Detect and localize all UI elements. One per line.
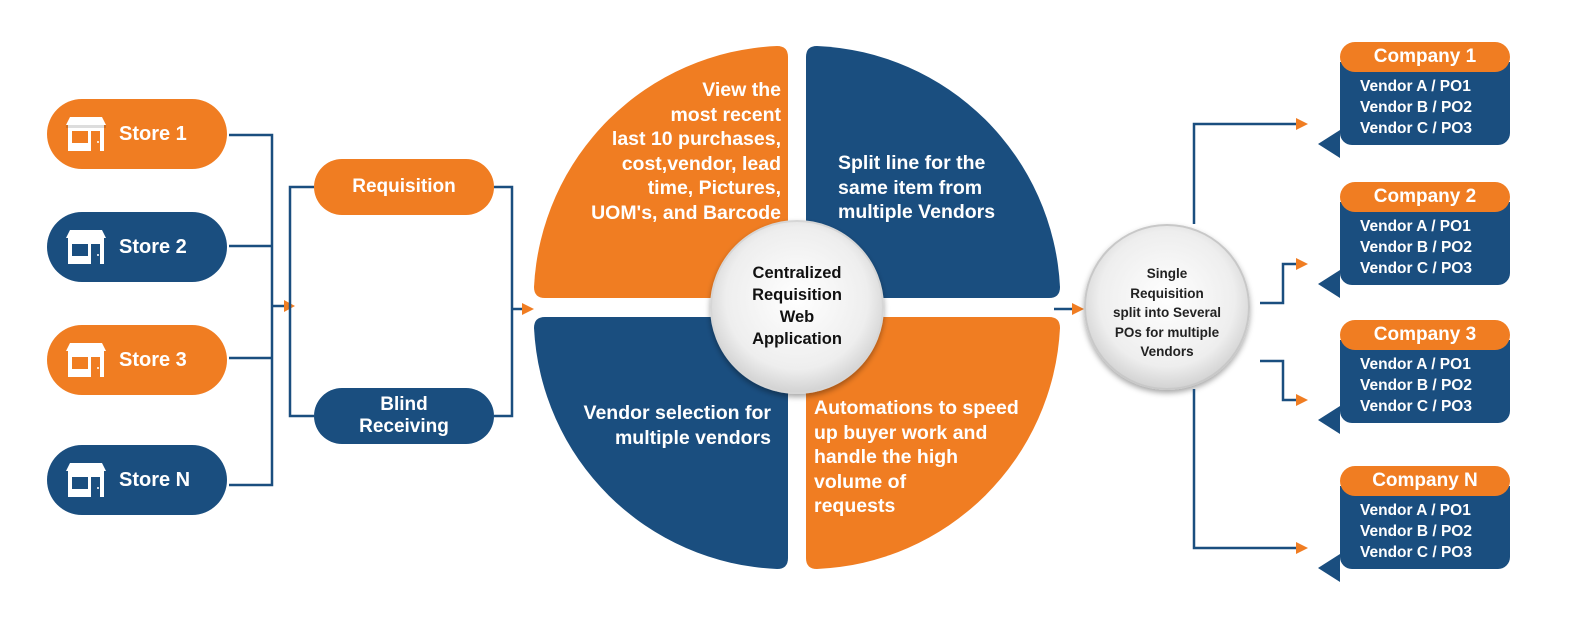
store-1-pill: Store 1 — [47, 99, 227, 169]
quadrant-text-line: requests — [814, 495, 896, 517]
split-label-line: Vendors — [1140, 344, 1194, 359]
vendor-po-row: Vendor A / PO1 — [1360, 218, 1471, 235]
quadrant-text-line: Automations to speed — [814, 397, 1019, 419]
processes-left-connector — [288, 185, 314, 418]
store-3-pill: Store 3 — [47, 325, 227, 395]
wheel-quadrant-top-left — [534, 46, 788, 298]
quadrant-top-left-text: View the most recent last 10 purchases, … — [591, 78, 781, 225]
split-label-line: Requisition — [1130, 285, 1204, 301]
center-disc — [710, 220, 884, 394]
company-n-title: Company N — [1340, 466, 1510, 496]
quadrant-text-line: multiple Vendors — [838, 201, 996, 223]
split-disc — [1084, 224, 1250, 390]
stores-connector — [229, 133, 284, 487]
storefront-icon — [66, 463, 106, 497]
blind-receiving-label-line2: Receiving — [359, 416, 449, 437]
split-label-line: split into Several — [1112, 305, 1222, 320]
processes-right-connector — [494, 185, 522, 418]
vendor-po-row: Vendor C / PO3 — [1360, 120, 1472, 137]
storefront-icon — [66, 230, 106, 264]
quadrant-text-line: View the — [702, 79, 781, 101]
arrow-to-split — [1072, 303, 1084, 315]
store-2-label: Store 2 — [119, 235, 187, 258]
quadrant-text-line: volume of — [814, 470, 907, 493]
center-disc-label: Centralized Requisition Web Application — [717, 262, 877, 350]
quadrant-text-line: UOM's, and Barcode — [591, 201, 781, 224]
blind-receiving-label-line1: Blind — [380, 394, 428, 415]
callout-pointer — [1318, 270, 1340, 298]
vendor-po-row: Vendor C / PO3 — [1360, 544, 1472, 561]
quadrant-text-line: handle the high — [814, 446, 959, 468]
center-label-line: Centralized — [752, 264, 842, 282]
company-n-vendors: Vendor A / PO1 Vendor B / PO2 Vendor C /… — [1318, 486, 1510, 582]
quadrant-text-line: up buyer work and — [814, 421, 988, 444]
callout-pointer — [1318, 554, 1340, 582]
quadrant-bottom-left-text: Vendor selection for multiple vendors — [584, 401, 771, 450]
company-n-card: Company N Vendor A / PO1 Vendor B / PO2 … — [1318, 466, 1510, 582]
arrows-to-companies — [1296, 118, 1308, 554]
split-label-line: Single — [1146, 266, 1188, 281]
center-label-line: Application — [752, 330, 842, 348]
company-3-card: Company 3 Vendor A / PO1 Vendor B / PO2 … — [1318, 320, 1510, 434]
company-1-vendors: Vendor A / PO1 Vendor B / PO2 Vendor C /… — [1318, 62, 1510, 158]
requisition-pill: Requisition — [314, 159, 494, 215]
callout-pointer — [1318, 406, 1340, 434]
quadrant-text-line: time, Pictures, — [647, 177, 781, 199]
vendor-po-row: Vendor B / PO2 — [1360, 99, 1472, 116]
vendor-po-row: Vendor A / PO1 — [1360, 78, 1471, 95]
vendor-po-row: Vendor A / PO1 — [1360, 356, 1471, 373]
center-label-line: Web — [779, 308, 815, 326]
store-n-pill: Store N — [47, 445, 227, 515]
quadrant-text-line: most recent — [670, 103, 781, 126]
split-disc-label: Single Requisition split into Several PO… — [1097, 264, 1237, 362]
vendor-po-row: Vendor C / PO3 — [1360, 398, 1472, 415]
company-1-card: Company 1 Vendor A / PO1 Vendor B / PO2 … — [1318, 42, 1510, 158]
arrow-to-wheel — [522, 303, 534, 315]
vendor-po-row: Vendor B / PO2 — [1360, 377, 1472, 394]
quadrant-text-line: last 10 purchases, — [611, 128, 781, 150]
quadrant-text-line: Split line for the — [838, 152, 986, 174]
wheel-quadrant-bottom-right — [806, 317, 1060, 569]
callout-pointer — [1318, 130, 1340, 158]
company-2-card: Company 2 Vendor A / PO1 Vendor B / PO2 … — [1318, 182, 1510, 298]
storefront-icon — [66, 117, 106, 151]
companies-connector — [1192, 122, 1296, 550]
store-2-pill: Store 2 — [47, 212, 227, 282]
storefront-icon — [66, 343, 106, 377]
quadrant-text-line: same item from — [838, 176, 983, 199]
company-1-title: Company 1 — [1340, 42, 1510, 72]
quadrant-bottom-right-text: Automations to speed up buyer work and h… — [814, 396, 1019, 519]
company-3-title: Company 3 — [1340, 320, 1510, 350]
wheel-quadrant-top-right — [806, 46, 1060, 298]
center-label-line: Requisition — [752, 286, 842, 304]
quadrant-text-line: cost,vendor, lead — [621, 152, 781, 175]
store-3-label: Store 3 — [119, 348, 187, 371]
vendor-po-row: Vendor A / PO1 — [1360, 502, 1471, 519]
blind-receiving-pill: Blind Receiving — [314, 388, 494, 444]
vendor-po-row: Vendor B / PO2 — [1360, 523, 1472, 540]
quadrant-text-line: multiple vendors — [614, 426, 771, 449]
requisition-label: Requisition — [352, 176, 456, 197]
wheel-quadrant-bottom-left — [534, 317, 788, 569]
store-1-label: Store 1 — [119, 122, 187, 145]
store-n-label: Store N — [119, 468, 191, 491]
split-label-line: POs for multiple — [1114, 324, 1220, 340]
company-3-vendors: Vendor A / PO1 Vendor B / PO2 Vendor C /… — [1318, 340, 1510, 434]
vendor-po-row: Vendor C / PO3 — [1360, 260, 1472, 277]
quadrant-text-line: Vendor selection for — [583, 402, 771, 424]
company-2-title: Company 2 — [1340, 182, 1510, 212]
vendor-po-row: Vendor B / PO2 — [1360, 239, 1472, 256]
quadrant-top-right-text: Split line for the same item from multip… — [838, 151, 995, 225]
company-2-vendors: Vendor A / PO1 Vendor B / PO2 Vendor C /… — [1318, 202, 1510, 298]
